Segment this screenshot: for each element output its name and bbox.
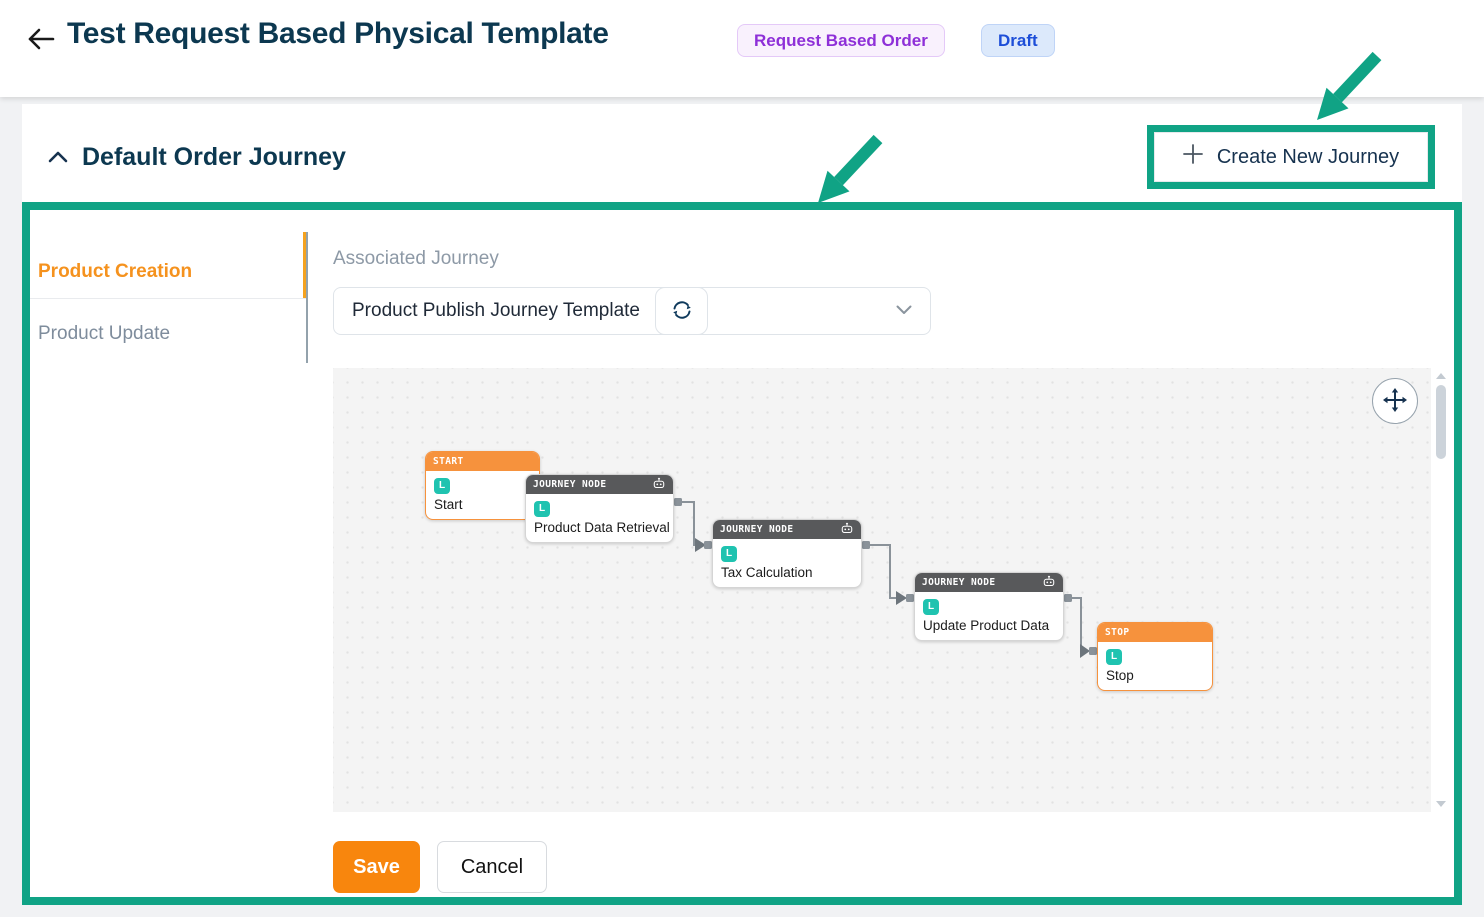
flow-node-start[interactable]: START L Start (425, 451, 540, 520)
node-title: Tax Calculation (721, 564, 813, 580)
journey-template-value: Product Publish Journey Template (352, 300, 640, 321)
robot-icon (840, 522, 854, 538)
annotation-box-create-journey: Create New Journey (1147, 125, 1435, 189)
move-icon (1381, 386, 1409, 417)
robot-icon (652, 477, 666, 493)
node-header: JOURNEY NODE (526, 475, 673, 494)
node-type-badge: L (923, 598, 939, 615)
create-new-journey-button[interactable]: Create New Journey (1154, 132, 1428, 182)
back-arrow-icon (26, 25, 56, 56)
chevron-up-icon (47, 151, 69, 167)
node-title: Update Product Data (923, 617, 1050, 633)
node-type-badge: L (1106, 648, 1122, 665)
journey-config-panel: Product Creation Product Update Associat… (22, 202, 1462, 905)
active-tab-indicator (303, 232, 307, 298)
flow-node-product-data-retrieval[interactable]: JOURNEY NODE L Product Data Retrieval (525, 474, 674, 543)
flow-node-update-product-data[interactable]: JOURNEY NODE L Update Product Data (914, 572, 1064, 641)
tab-label: Product Creation (38, 261, 193, 282)
tabs-vertical-divider (306, 232, 308, 363)
associated-journey-label: Associated Journey (333, 248, 499, 269)
node-header: STOP (1098, 623, 1212, 642)
tab-divider (30, 298, 307, 299)
flow-node-tax-calculation[interactable]: JOURNEY NODE L Tax Calculation (712, 519, 862, 588)
page-title: Test Request Based Physical Template (67, 17, 609, 50)
refresh-journey-button[interactable] (655, 287, 708, 335)
node-title: Stop (1106, 667, 1134, 683)
node-header: START (426, 452, 539, 471)
journey-template-select[interactable]: Product Publish Journey Template (333, 287, 931, 335)
save-button[interactable]: Save (333, 841, 420, 893)
sync-icon (670, 298, 694, 325)
node-header: JOURNEY NODE (915, 573, 1063, 592)
node-title: Product Data Retrieval (534, 519, 670, 535)
cancel-button[interactable]: Cancel (437, 841, 547, 893)
node-title: Start (434, 496, 463, 512)
collapse-section-button[interactable] (46, 149, 70, 167)
canvas-vertical-scrollbar[interactable] (1433, 368, 1448, 812)
journey-flow-canvas[interactable]: START L Start JOURNEY NODE (333, 368, 1431, 812)
scrollbar-down-arrow-icon[interactable] (1436, 801, 1446, 807)
tab-product-creation[interactable]: Product Creation (38, 250, 298, 294)
node-header: JOURNEY NODE (713, 520, 861, 539)
node-type-badge: L (721, 545, 737, 562)
scrollbar-up-arrow-icon[interactable] (1436, 373, 1446, 379)
node-type-badge: L (534, 500, 550, 517)
scrollbar-thumb[interactable] (1435, 385, 1446, 459)
top-header: Test Request Based Physical Template Req… (0, 0, 1484, 97)
tab-product-update[interactable]: Product Update (38, 312, 298, 356)
tab-label: Product Update (38, 323, 171, 344)
pan-canvas-button[interactable] (1372, 378, 1418, 424)
plus-icon (1182, 144, 1203, 170)
robot-icon (1042, 575, 1056, 591)
section-title: Default Order Journey (82, 143, 346, 171)
status-badge: Draft (981, 24, 1055, 57)
chevron-down-icon (896, 302, 912, 320)
flow-connectors (674, 498, 1097, 658)
create-new-journey-label: Create New Journey (1216, 145, 1400, 168)
order-type-badge: Request Based Order (737, 24, 945, 57)
flow-node-stop[interactable]: STOP L Stop (1097, 622, 1213, 691)
node-type-badge: L (434, 477, 450, 494)
back-button[interactable] (22, 22, 60, 58)
